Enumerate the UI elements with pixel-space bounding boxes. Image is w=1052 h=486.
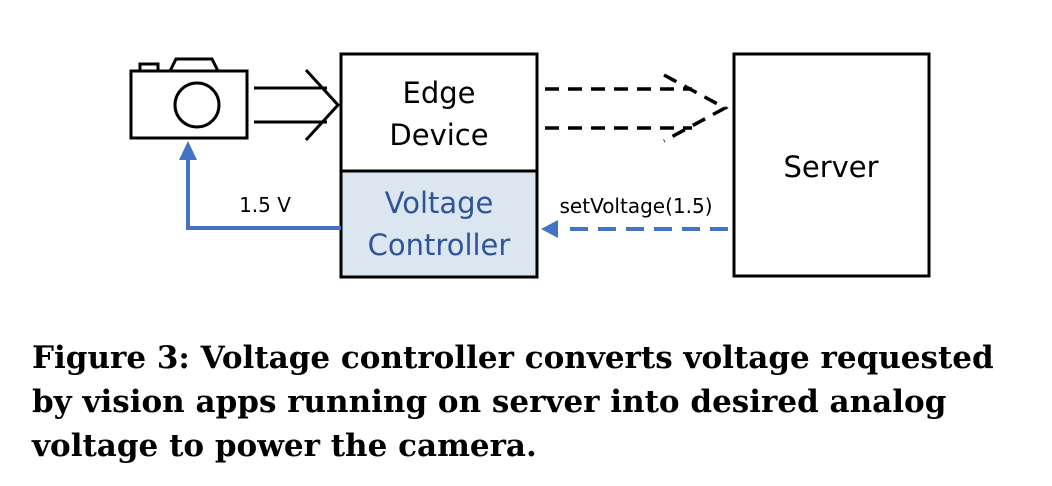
voltage-controller-label-line1: Voltage — [385, 186, 494, 220]
camera-to-edge-arrow — [254, 68, 341, 142]
voltage-controller-box — [339, 169, 539, 279]
voltage-value-label: 1.5 V — [239, 193, 291, 217]
camera-icon — [129, 57, 249, 140]
figure-caption: Figure 3: Voltage controller converts vo… — [32, 340, 994, 464]
voltage-controller-label-line2: Controller — [368, 228, 511, 262]
controller-to-camera-arrow — [179, 141, 341, 230]
system-diagram: Edge Device Voltage Controller Server se… — [129, 52, 931, 279]
server-box — [732, 52, 931, 278]
set-voltage-label: setVoltage(1.5) — [560, 194, 713, 218]
server-to-controller-dashed-arrow — [541, 220, 728, 238]
edge-device-label-line1: Edge — [403, 76, 476, 110]
edge-device-label-line2: Device — [389, 118, 488, 152]
edge-device-box — [339, 52, 539, 173]
edge-to-server-dashed-arrow — [545, 73, 729, 143]
server-label: Server — [783, 150, 878, 184]
